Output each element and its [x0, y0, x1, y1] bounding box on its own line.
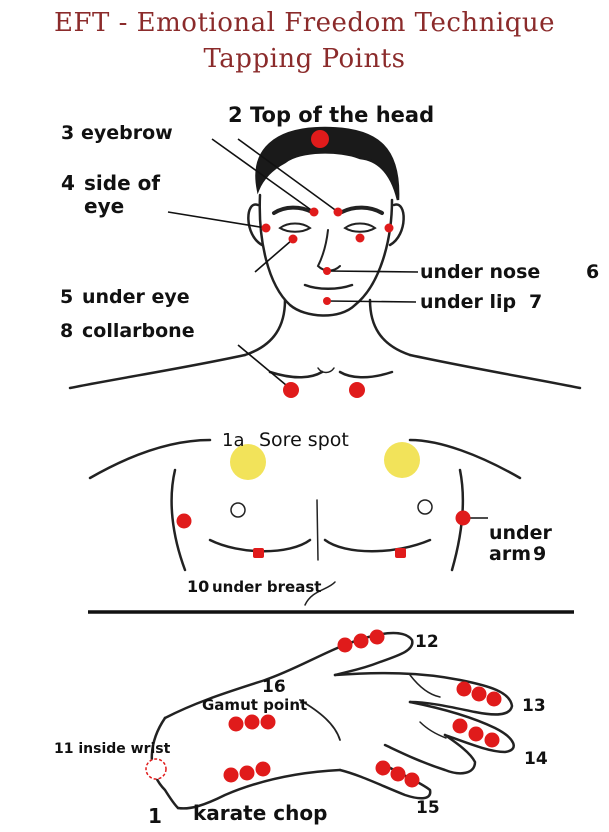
point-1-b: [240, 766, 255, 781]
label-10-num: 10: [187, 577, 209, 596]
point-12-a: [338, 638, 353, 653]
point-10-under-breast-right: [395, 548, 406, 558]
point-10-under-breast-left: [253, 548, 264, 558]
point-11-inside-wrist: [146, 759, 166, 779]
sore-spot-right: [384, 442, 420, 478]
point-3-eyebrow-right: [334, 208, 343, 217]
label-1a-text: Sore spot: [259, 429, 349, 451]
label-2-text: Top of the head: [250, 103, 434, 127]
point-1-c: [256, 762, 271, 777]
label-7-num: 7: [529, 291, 542, 313]
label-13: 13: [522, 696, 546, 716]
leader-lines: [168, 139, 488, 518]
label-14: 14: [524, 749, 548, 769]
point-9-under-arm-right: [456, 511, 471, 526]
point-13-b: [472, 687, 487, 702]
point-16-a: [229, 717, 244, 732]
label-5-num: 5: [60, 286, 73, 308]
label-12: 12: [415, 632, 439, 652]
point-6-under-nose: [323, 267, 331, 275]
point-12-b: [354, 634, 369, 649]
label-15: 15: [416, 798, 440, 818]
point-16-b: [245, 715, 260, 730]
label-1-text: karate chop: [193, 801, 327, 825]
point-14-b: [469, 727, 484, 742]
point-7-under-lip: [323, 297, 331, 305]
point-9-under-arm-left: [177, 514, 192, 529]
tapping-points: [177, 130, 502, 788]
label-16-text: Gamut point: [202, 696, 307, 714]
label-4-text-2: eye: [84, 194, 124, 218]
label-6-text: under nose: [420, 261, 540, 283]
point-2-top-of-head: [311, 130, 329, 148]
label-1a-num: 1a: [222, 430, 244, 451]
label-9-num: 9: [533, 543, 546, 565]
label-5-text: under eye: [82, 286, 190, 308]
point-15-a: [376, 761, 391, 776]
point-14-c: [485, 733, 500, 748]
point-8-collarbone-left: [283, 382, 299, 398]
point-16-c: [261, 715, 276, 730]
label-11: 11 inside wrist: [54, 741, 171, 757]
label-2-num: 2: [228, 103, 243, 127]
point-8-collarbone-right: [349, 382, 365, 398]
label-9-text-1: under: [489, 522, 553, 544]
point-1-a: [224, 768, 239, 783]
point-13-a: [457, 682, 472, 697]
label-6-num: 6: [586, 261, 599, 283]
point-14-a: [453, 719, 468, 734]
label-9-text-2: arm: [489, 543, 531, 565]
label-16-num: 16: [262, 677, 286, 697]
point-5-under-eye-right: [356, 234, 365, 243]
point-12-c: [370, 630, 385, 645]
point-5-under-eye-left: [289, 235, 298, 244]
label-10-text: under breast: [212, 578, 321, 596]
label-8-num: 8: [60, 320, 73, 342]
point-4-side-of-eye-right: [385, 224, 394, 233]
point-15-b: [391, 767, 406, 782]
point-13-c: [487, 692, 502, 707]
point-3-eyebrow-left: [310, 208, 319, 217]
point-15-c: [405, 773, 420, 788]
label-7-text: under lip: [420, 291, 516, 313]
label-4-text-1: side of: [84, 171, 160, 195]
label-3-num: 3: [61, 122, 74, 144]
point-4-side-of-eye-left: [262, 224, 271, 233]
label-1-num: 1: [148, 804, 162, 828]
head-illustration: [70, 128, 580, 388]
label-8-text: collarbone: [82, 320, 195, 342]
label-3-text: eyebrow: [81, 122, 173, 144]
label-4-num: 4: [61, 171, 75, 195]
